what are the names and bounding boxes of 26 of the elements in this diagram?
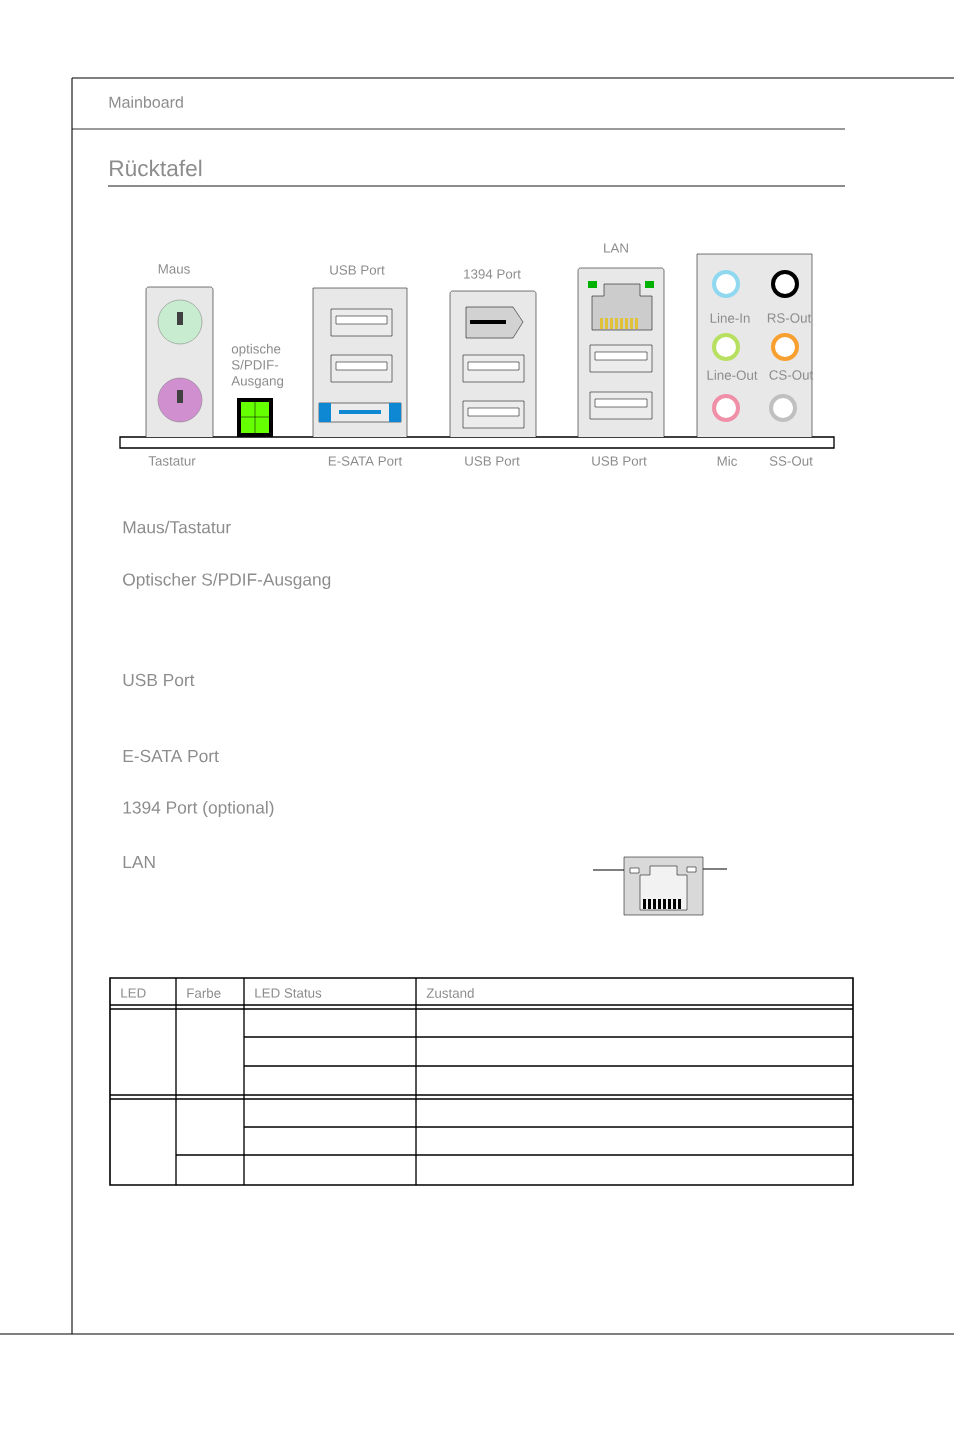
port-label: E-SATA Port	[328, 456, 403, 466]
page-title: Rücktafel	[110, 159, 202, 177]
table-header: Zustand	[426, 988, 474, 998]
section-heading: Maus/Tastatur	[123, 520, 231, 534]
jack-label: Mic	[717, 456, 737, 466]
section-heading: USB Port	[123, 673, 195, 687]
table-header: Farbe	[187, 988, 221, 998]
jack-label: Line-In	[710, 313, 750, 323]
jack-label: SS-Out	[769, 456, 813, 466]
port-label: 1394 Port	[464, 269, 521, 279]
port-label: Maus	[158, 264, 190, 274]
section-heading: E-SATA Port	[123, 749, 219, 763]
header-text: Mainboard	[109, 96, 183, 108]
port-label: LAN	[604, 243, 628, 253]
port-label: USB Port	[592, 456, 647, 466]
port-label: USB Port	[465, 456, 520, 466]
table-header: LED	[121, 988, 146, 998]
jack-label: RS-Out	[767, 313, 812, 323]
section-heading: LAN	[123, 856, 155, 868]
port-label: USB Port	[330, 265, 385, 275]
table-header: LED Status	[255, 988, 322, 998]
port-label: optische S/PDIF-Ausgang	[231, 343, 284, 389]
section-heading: Optischer S/PDIF-Ausgang	[123, 572, 331, 590]
section-heading: 1394 Port (optional)	[123, 800, 274, 818]
jack-label: Line-Out	[707, 370, 758, 380]
port-label: Tastatur	[148, 456, 196, 466]
